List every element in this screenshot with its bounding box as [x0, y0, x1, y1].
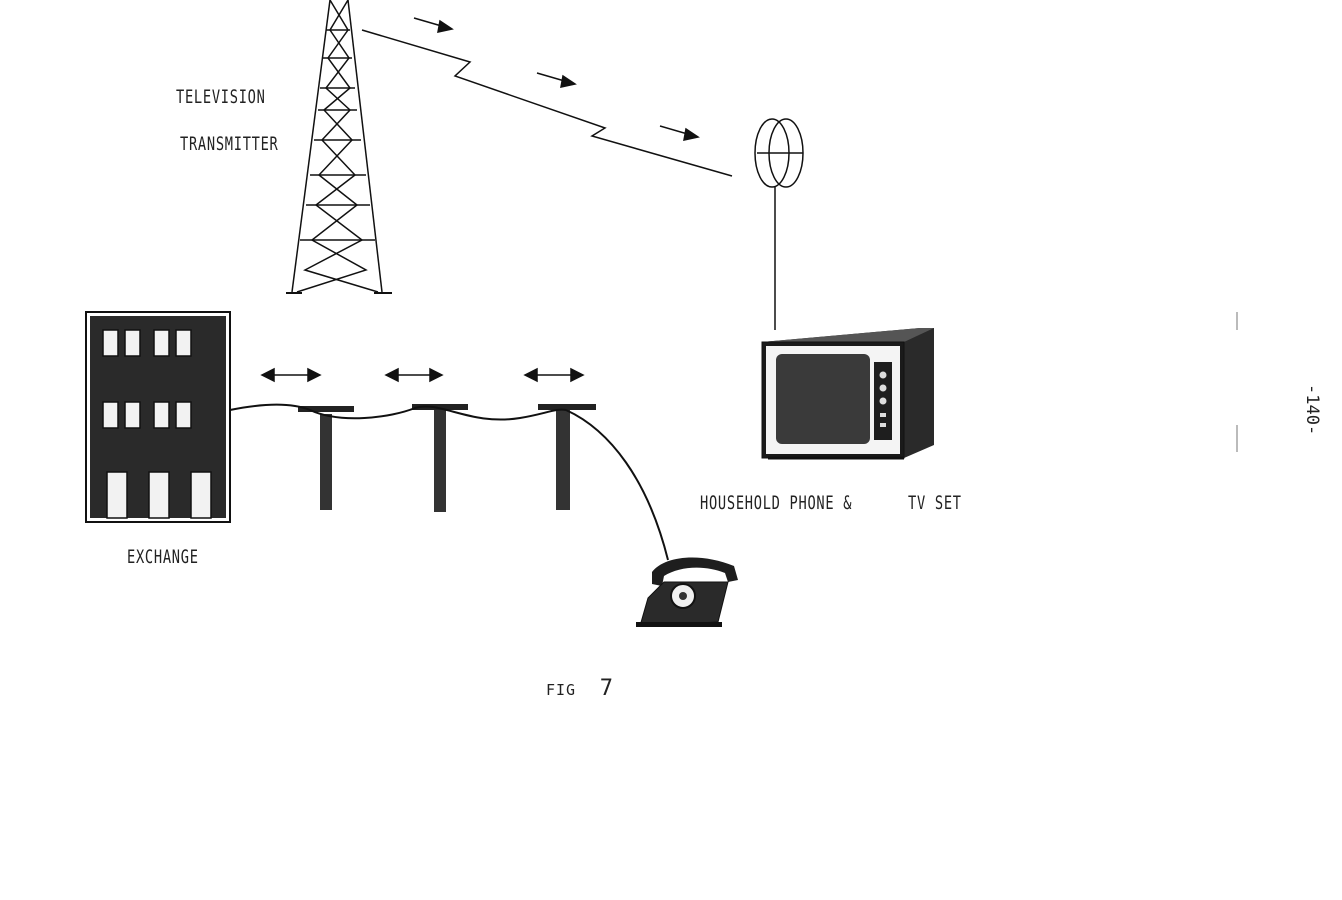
- transmitter-label-line2: TRANSMITTER: [180, 133, 279, 155]
- exchange-label: EXCHANGE: [127, 546, 199, 568]
- household-label: HOUSEHOLD PHONE &: [700, 492, 853, 514]
- television-icon: [761, 328, 934, 460]
- telephone-icon: [636, 557, 738, 627]
- figure-caption-prefix: Fig: [546, 681, 577, 699]
- figure-caption: Fig 7: [546, 676, 613, 701]
- two-way-arrows: [260, 367, 585, 383]
- telephone-cable: [229, 403, 669, 561]
- figure-number: 7: [599, 676, 613, 701]
- transmission-tower-icon: [286, 0, 392, 294]
- page-number: -140-: [1302, 384, 1322, 436]
- antenna-icon: [754, 118, 804, 330]
- transmitter-label-line1: TELEVISION: [176, 86, 266, 108]
- building-icon: [85, 311, 231, 523]
- tv-set-label: TV SET: [908, 492, 962, 514]
- telephone-pole-icon: [298, 404, 596, 512]
- broadcast-signal-line: [361, 29, 733, 177]
- broadcast-arrows: [413, 17, 700, 141]
